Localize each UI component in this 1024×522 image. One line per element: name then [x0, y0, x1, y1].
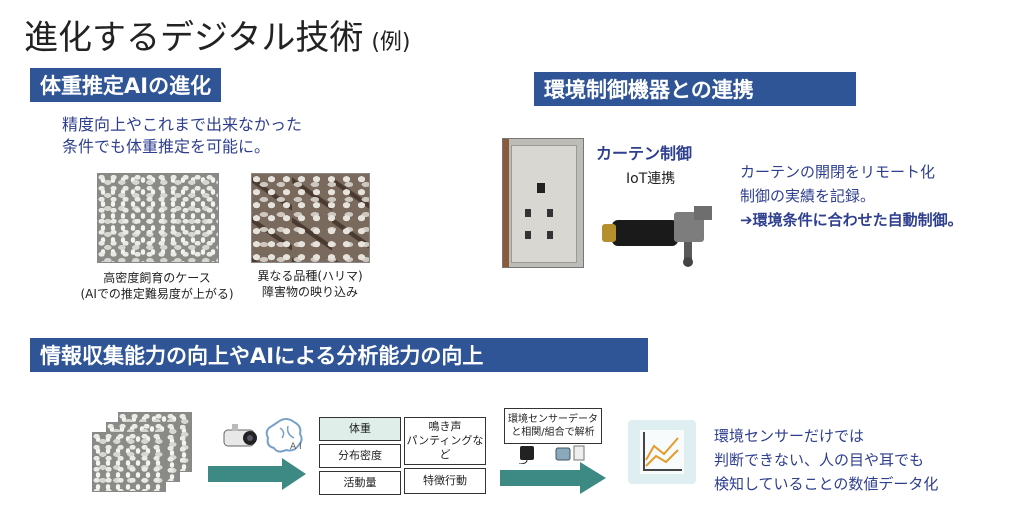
section3-heading: 情報収集能力の向上やAIによる分析能力の向上 [30, 338, 648, 372]
control-panel-photo [502, 138, 584, 268]
arrow-right-icon-2 [500, 462, 606, 494]
stacked-photo-1 [92, 432, 166, 492]
camera-icon [222, 420, 266, 454]
section3-result: 環境センサーだけでは 判断できない、人の目や耳でも 検知していることの数値データ… [714, 427, 939, 493]
metric-distribution-density: 分布密度 [319, 444, 401, 468]
metric-activity: 活動量 [319, 471, 401, 495]
ai-icon-text: A I [290, 442, 302, 452]
photo-high-density [97, 173, 219, 263]
sensor-data-box: 環境センサーデータ と相関/組合で解析 [504, 408, 602, 444]
page-title: 進化するデジタル技術 (例) [24, 10, 411, 59]
metric-weight: 体重 [319, 417, 401, 441]
section2-description: カーテンの開閉をリモート化 制御の実績を記録。 ➔環境条件に合わせた自動制御。 [740, 163, 963, 229]
line-chart-icon [628, 420, 696, 484]
page-title-main: 進化するデジタル技術 [24, 18, 364, 58]
photo-different-breed [251, 173, 370, 263]
ai-brain-icon: A I [264, 416, 306, 456]
section1-heading: 体重推定AIの進化 [30, 68, 222, 102]
device-label-iot: IoT連携 [626, 171, 676, 187]
device-label-curtain: カーテン制御 [596, 144, 693, 163]
metric-behavior: 特徴行動 [404, 468, 486, 494]
section2-heading: 環境制御機器との連携 [534, 72, 856, 106]
section1-description: 精度向上やこれまで出来なかった 条件でも体重推定を可能に。 [62, 115, 303, 156]
metric-sounds: 鳴き声 パンティングなど [404, 417, 486, 465]
photo1-caption: 高密度飼育のケース (AIでの推定難易度が上がる) [80, 271, 234, 301]
page-title-sub: (例) [371, 30, 411, 55]
curtain-motor-photo [602, 198, 720, 270]
sensor-device-icon [512, 444, 596, 465]
arrow-right-icon [208, 458, 306, 490]
photo2-caption: 異なる品種(ハリマ) 障害物の映り込み [257, 269, 363, 299]
